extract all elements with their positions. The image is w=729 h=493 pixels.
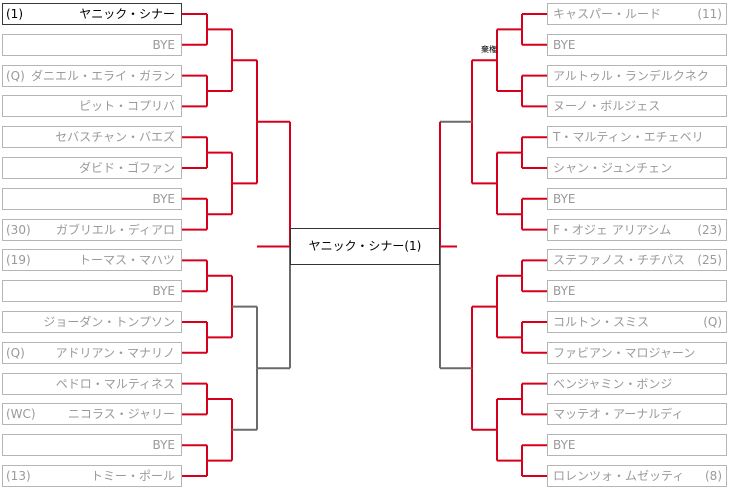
player-name: ダニエル・エライ・ガラン <box>30 68 175 83</box>
player-name: ヤニック・シナー <box>79 7 175 21</box>
player-seed: (19) <box>6 253 31 268</box>
left-player-slot: ピット・コプリバ <box>2 95 182 118</box>
right-player-slot: (23) F・オジェ アリアシム <box>547 218 727 241</box>
player-seed: (25) <box>697 253 722 268</box>
player-name: ダビド・ゴファン <box>78 161 175 175</box>
right-player-slot: ベンジャミン・ボンジ <box>547 372 727 395</box>
player-name: ジョーダン・トンプソン <box>43 315 175 329</box>
left-player-slot: BYE <box>2 33 182 56</box>
right-player-slot: ファビアン・マロジャーン <box>547 341 727 364</box>
right-player-slot: BYE <box>547 33 727 56</box>
right-player-slot: (Q) コルトン・スミス <box>547 311 727 333</box>
player-seed: (Q) <box>6 345 25 360</box>
champion-name: ヤニック・シナー(1) <box>308 239 422 253</box>
player-name: セバスチャン・バエズ <box>55 130 175 145</box>
right-player-slot: T・マルティン・エチェベリ <box>547 126 727 149</box>
player-name: ピット・コプリバ <box>78 99 175 114</box>
left-player-slot: ペドロ・マルティネス <box>2 372 182 395</box>
player-seed: (23) <box>697 222 722 237</box>
player-name: トーマス・マハツ <box>78 253 175 268</box>
right-player-slot: マッテオ・アーナルディ <box>547 403 727 426</box>
player-name: BYE <box>152 438 176 453</box>
player-name: シャン・ジュンチェン <box>553 161 673 175</box>
right-player-slot: (8) ロレンツォ・ムゼッティ <box>547 465 727 487</box>
player-name: アドリアン・マナリノ <box>55 345 175 360</box>
player-name: ガブリエル・ディアロ <box>55 222 175 237</box>
player-seed: (30) <box>6 222 31 237</box>
player-name: BYE <box>553 191 576 206</box>
player-name: BYE <box>553 284 576 299</box>
player-name: BYE <box>553 438 576 453</box>
right-player-slot: BYE <box>547 187 727 210</box>
player-name: ベンジャミン・ボンジ <box>553 376 673 391</box>
player-name: コルトン・スミス <box>553 315 650 329</box>
player-name: ニコラス・ジャリー <box>67 407 175 422</box>
player-name: BYE <box>152 37 176 52</box>
right-player-slot: BYE <box>547 434 727 457</box>
player-seed: (11) <box>697 7 722 21</box>
player-name: T・マルティン・エチェベリ <box>553 130 704 145</box>
right-player-slot: BYE <box>547 280 727 303</box>
left-player-slot: (19) トーマス・マハツ <box>2 249 182 272</box>
player-seed: (1) <box>6 7 23 21</box>
retirement-note: 棄権 <box>481 45 497 54</box>
player-name: ヌーノ・ボルジェス <box>553 99 661 114</box>
right-player-slot: シャン・ジュンチェン <box>547 157 727 179</box>
player-name: トミー・ポール <box>90 469 175 483</box>
left-player-slot: (13) トミー・ポール <box>2 465 182 487</box>
player-name: ロレンツォ・ムゼッティ <box>553 469 685 483</box>
left-player-slot: BYE <box>2 434 182 457</box>
champion-box: ヤニック・シナー(1) <box>290 228 440 265</box>
left-player-slot: BYE <box>2 187 182 210</box>
player-name: BYE <box>152 284 176 299</box>
right-player-slot: (25) ステファノス・チチパス <box>547 249 727 272</box>
left-player-slot: (WC) ニコラス・ジャリー <box>2 403 182 426</box>
left-player-slot: ジョーダン・トンプソン <box>2 311 182 333</box>
player-name: ペドロ・マルティネス <box>55 376 175 391</box>
player-seed: (Q) <box>6 68 25 83</box>
player-seed: (8) <box>705 469 722 483</box>
left-player-slot: (Q) ダニエル・エライ・ガラン <box>2 64 182 87</box>
player-name: キャスパー・ルード <box>553 7 662 21</box>
player-name: F・オジェ アリアシム <box>553 222 672 237</box>
player-name: ファビアン・マロジャーン <box>553 345 696 360</box>
left-player-slot: BYE <box>2 280 182 303</box>
left-player-slot: ダビド・ゴファン <box>2 157 182 179</box>
left-player-slot: セバスチャン・バエズ <box>2 126 182 149</box>
left-player-slot: (Q) アドリアン・マナリノ <box>2 341 182 364</box>
player-seed: (Q) <box>703 315 722 329</box>
player-name: ステファノス・チチパス <box>553 253 686 268</box>
player-name: BYE <box>553 37 576 52</box>
right-player-slot: アルトゥル・ランデルクネク <box>547 64 727 87</box>
right-player-slot: ヌーノ・ボルジェス <box>547 95 727 118</box>
player-name: BYE <box>152 191 176 206</box>
player-seed: (WC) <box>6 407 36 422</box>
left-player-slot: (1) ヤニック・シナー <box>2 3 182 25</box>
left-player-slot: (30) ガブリエル・ディアロ <box>2 218 182 241</box>
player-name: アルトゥル・ランデルクネク <box>553 68 709 83</box>
player-name: マッテオ・アーナルディ <box>553 407 684 422</box>
player-seed: (13) <box>6 469 31 483</box>
right-player-slot: (11) キャスパー・ルード <box>547 3 727 25</box>
